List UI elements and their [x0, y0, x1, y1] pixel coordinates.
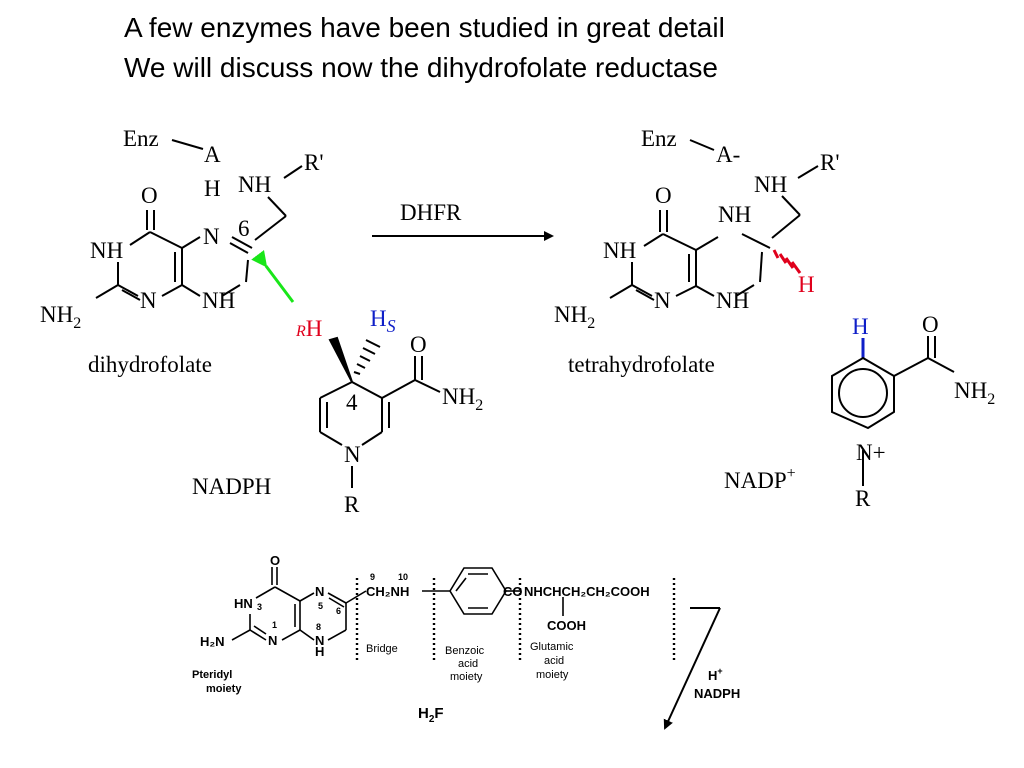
label-glutamic-2: acid [544, 655, 564, 667]
label-benzoic-2: acid [458, 658, 478, 670]
dhf-name: dihydrofolate [88, 352, 212, 377]
label-benzoic-3: moiety [450, 671, 483, 683]
label-bridge: Bridge [366, 643, 398, 655]
thf-enz: Enz [641, 126, 677, 151]
h2f-labels: O HN 3 H₂N 1 N N 5 6 8 N H 9 10 CH₂NH CO… [192, 553, 740, 725]
nadp-top-h: H [852, 314, 869, 339]
dhf-amine-group: NH2 [40, 302, 81, 332]
thf-amine-nh: NH [754, 172, 787, 197]
nadph-hr: RH [295, 316, 322, 341]
dhf-enz: Enz [123, 126, 159, 151]
nadp-ring-n: N+ [856, 440, 886, 465]
h2f-num-5: 5 [318, 601, 323, 611]
h2f-n8: N [315, 633, 324, 648]
label-glutamic-3: moiety [536, 669, 569, 681]
thf-n1: N [654, 288, 671, 313]
dhf-amine-nh: NH [238, 172, 271, 197]
thf-hashed-bond [772, 249, 802, 274]
tetrahydrofolate-structure [609, 139, 819, 301]
h2f-num-1: 1 [272, 620, 277, 630]
nadph-structure [319, 336, 441, 488]
dhf-n3h: NH [90, 238, 123, 263]
dhf-r-prime: R' [304, 150, 324, 175]
h2f-glu-chain: NHCHCH₂CH₂COOH [524, 584, 650, 599]
dhf-n1: N [140, 288, 157, 313]
h2f-num-3: 3 [257, 602, 262, 612]
thf-n8h: NH [716, 288, 749, 313]
h2f-ch2nh: CH₂NH [366, 584, 409, 599]
nadp-labels: H O NH2 N+ R NADP+ [724, 312, 995, 511]
h2f-n5: N [315, 584, 324, 599]
slide-heading: A few enzymes have been studied in great… [124, 8, 725, 88]
h2f-num-6: 6 [336, 606, 341, 616]
heading-line-2: We will discuss now the dihydrofolate re… [124, 52, 719, 83]
label-pteridyl-2: moiety [206, 683, 242, 695]
label-pteridyl-1: Pteridyl [192, 669, 232, 681]
h2f-hn: HN [234, 596, 253, 611]
dhf-acid-h: H [204, 176, 221, 201]
h2f-num-9: 9 [370, 572, 375, 582]
reaction-arrow-label: DHFR [400, 200, 462, 225]
h2f-num-10: 10 [398, 572, 408, 582]
h2f-co: CO [503, 584, 523, 599]
nadph-carbonyl-o: O [410, 332, 427, 357]
nadph-hs: HS [370, 306, 396, 336]
nadph-c4-label: 4 [346, 390, 358, 415]
thf-new-h: H [798, 272, 815, 297]
nadph-name: NADPH [192, 474, 271, 499]
label-benzoic-1: Benzoic [445, 645, 485, 657]
h2f-h8: H [315, 644, 324, 659]
heading-line-1: A few enzymes have been studied in great… [124, 12, 725, 43]
nadp-amide: NH2 [954, 378, 995, 408]
dhf-acid-atom: A [204, 142, 221, 167]
nadp-structure [831, 336, 955, 486]
nadp-ring-r: R [855, 486, 871, 511]
hydride-transfer-arrow [251, 249, 295, 303]
nadph-labels: RH HS 4 O NH2 N R NADPH [192, 306, 483, 517]
h2f-cooh: COOH [547, 618, 586, 633]
nadph-ring-r: R [344, 492, 360, 517]
thf-n3h: NH [603, 238, 636, 263]
thf-n5h: NH [718, 202, 751, 227]
h2f-structure [231, 567, 721, 730]
thf-name: tetrahydrofolate [568, 352, 715, 377]
reagent-nadph: NADPH [694, 686, 740, 701]
h2f-name: H2F [418, 705, 444, 725]
h2f-n1: N [268, 633, 277, 648]
thf-amine-group: NH2 [554, 302, 595, 332]
nadph-amide: NH2 [442, 384, 483, 414]
dhf-carbonyl-o: O [141, 183, 158, 208]
nadp-carbonyl-o: O [922, 312, 939, 337]
reagent-h: H+ [708, 666, 723, 683]
dihydrofolate-structure [95, 139, 303, 301]
tetrahydrofolate-labels: Enz A- NH R' O NH NH H NH2 N NH tetrahyd… [554, 126, 840, 377]
nadp-name: NADP+ [724, 465, 796, 493]
thf-acid-atom: A- [716, 142, 740, 167]
dihydrofolate-labels: Enz A H NH R' O NH N 6 NH2 N NH dihydrof… [40, 126, 324, 377]
nadph-ring-n: N [344, 442, 361, 467]
h2f-num-8: 8 [316, 622, 321, 632]
dhf-n8h: NH [202, 288, 235, 313]
label-glutamic-1: Glutamic [530, 641, 574, 653]
dhf-c6-label: 6 [238, 216, 250, 241]
thf-r-prime: R' [820, 150, 840, 175]
h2f-h2n: H₂N [200, 634, 225, 649]
dhf-n5: N [203, 224, 220, 249]
thf-carbonyl-o: O [655, 183, 672, 208]
h2f-o: O [270, 553, 280, 568]
